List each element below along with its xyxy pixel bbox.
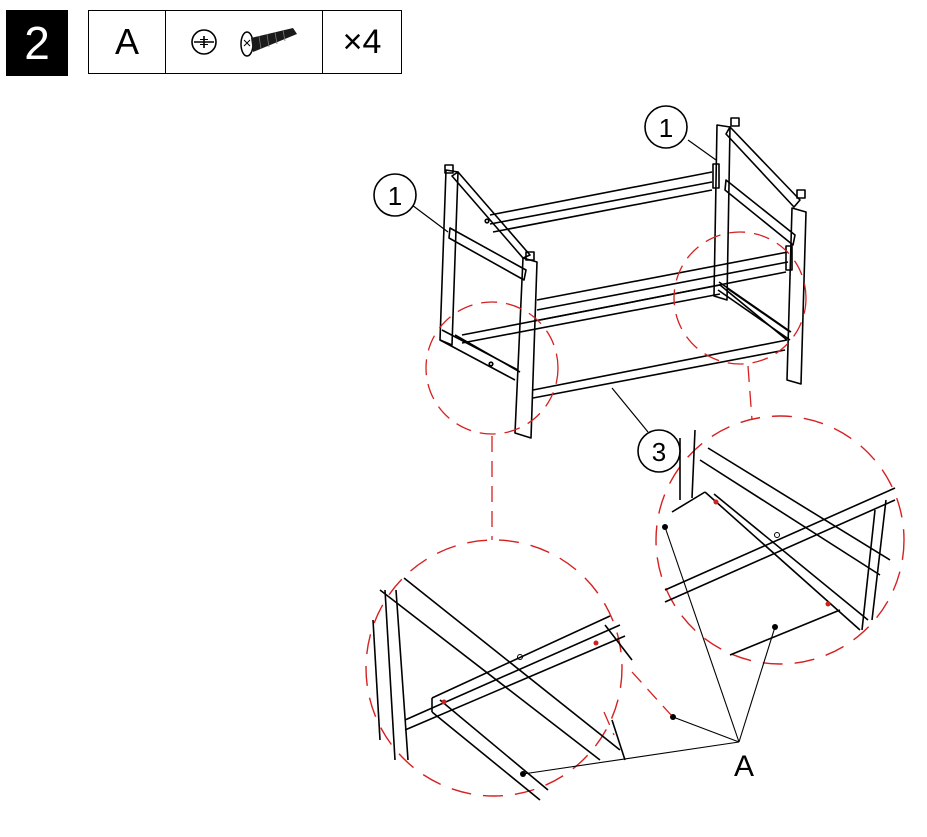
detail-left-enlarged (365, 539, 633, 801)
callout-left-leg: 1 (373, 173, 417, 217)
quantity-label: ×4 (342, 22, 382, 61)
top-back-rail (489, 171, 713, 233)
fastener-leaders (522, 526, 776, 775)
phillips-screw-head-icon (191, 29, 217, 55)
part-icons (166, 11, 323, 73)
lower-shelf-frame (454, 284, 791, 399)
callout-right-leg: 1 (644, 105, 688, 149)
svg-text:3: 3 (652, 437, 666, 467)
right-end-frame (712, 117, 807, 385)
detail-connector (603, 671, 673, 736)
step-number-badge: 2 (6, 10, 68, 76)
svg-text:1: 1 (388, 181, 402, 211)
screw-icon (240, 28, 297, 57)
svg-text:1: 1 (659, 113, 673, 143)
parts-table: A ×4 (88, 10, 402, 74)
fastener-label-a: A (734, 750, 754, 783)
callout-front-bar: 3 (637, 429, 681, 473)
detail-right-enlarged (655, 415, 905, 665)
detail-circles-main (425, 231, 807, 540)
part-letter: A (89, 11, 166, 73)
